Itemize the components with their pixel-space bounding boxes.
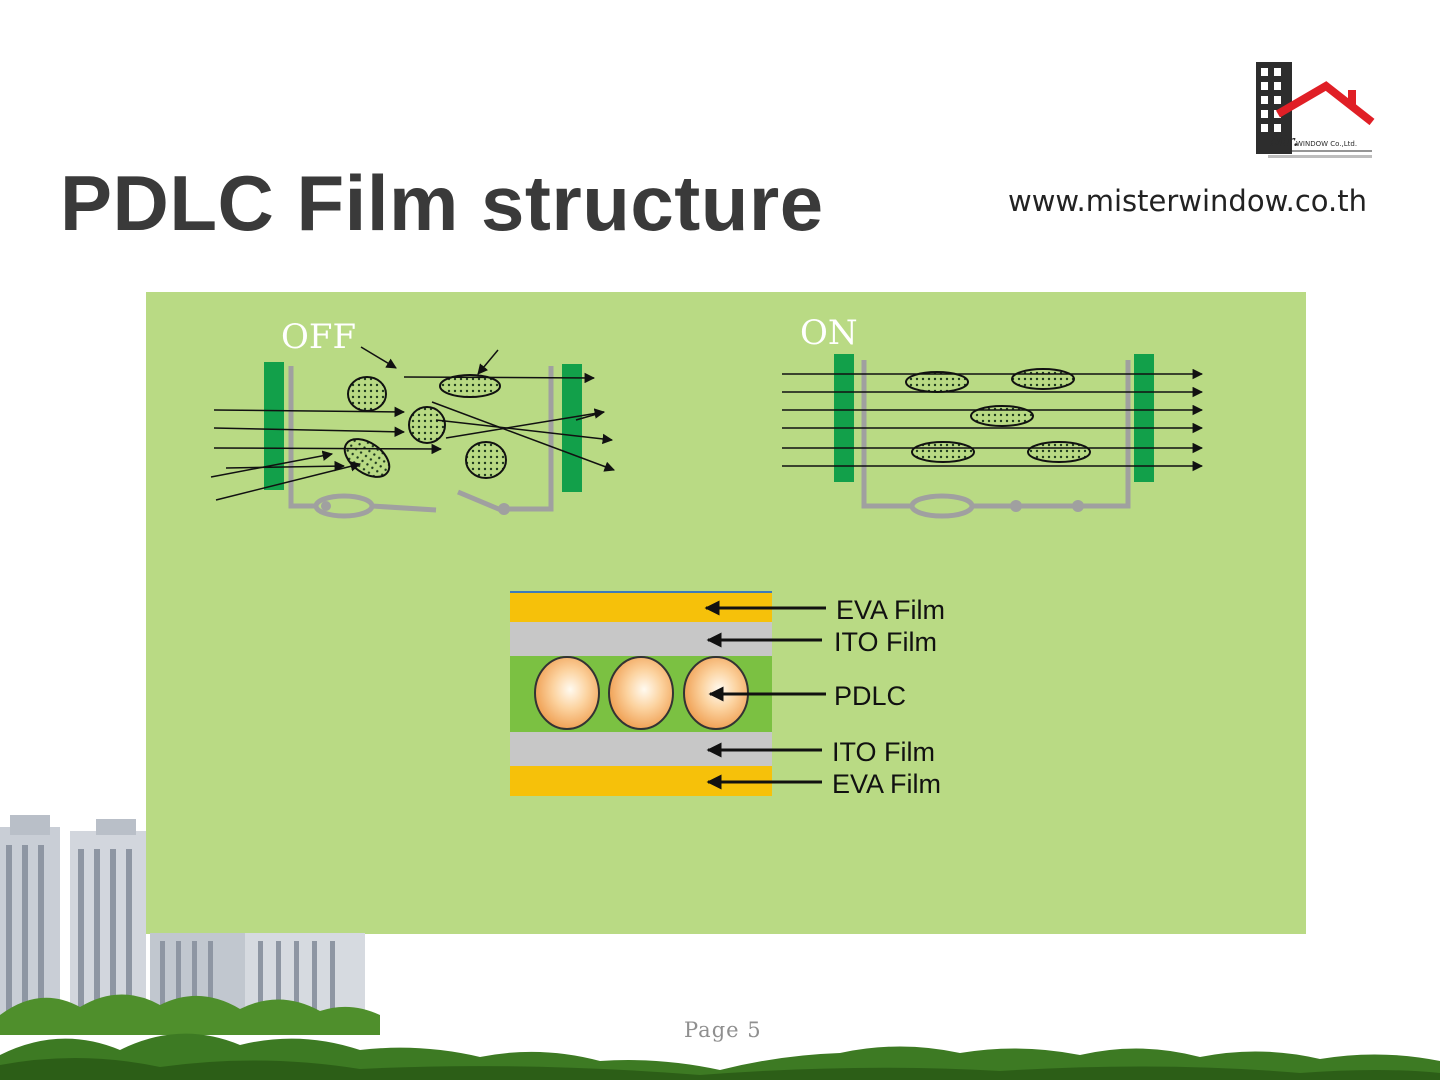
page-number: Page 5 (684, 1018, 762, 1042)
on-state-diagram: ON (782, 313, 1204, 519)
off-right-electrode (562, 364, 582, 492)
city-skyline-image (0, 815, 380, 1040)
layer-label: PDLC (834, 681, 906, 711)
pdlc-diagram-panel: OFF (146, 292, 1306, 934)
pdlc-diagram: OFF (210, 313, 1204, 799)
off-left-electrode (264, 362, 284, 490)
layer-label: ITO Film (834, 627, 937, 657)
svg-text:WINDOW Co.,Ltd.: WINDOW Co.,Ltd. (1296, 140, 1357, 148)
website-url[interactable]: www.misterwindow.co.th (1008, 184, 1367, 218)
on-label: ON (800, 313, 858, 353)
on-right-electrode (1134, 354, 1154, 482)
off-state-diagram: OFF (210, 317, 615, 519)
tree-line-image (0, 995, 1440, 1085)
page-number-value: 5 (747, 1018, 762, 1042)
layer-label: EVA Film (832, 769, 941, 799)
layer-label: ITO Film (832, 737, 935, 767)
pdlc-droplet (608, 656, 674, 730)
svg-text:Mr.: Mr. (1269, 132, 1298, 150)
layer-stack: EVA Film ITO Film PDLC ITO Film EVA Film (510, 591, 945, 799)
page-label: Page (684, 1018, 740, 1042)
layer-label: EVA Film (836, 595, 945, 625)
pdlc-droplet (534, 656, 600, 730)
on-left-electrode (834, 354, 854, 482)
company-logo[interactable]: Mr. WINDOW Co.,Ltd. (1250, 56, 1376, 166)
slide-title: PDLC Film structure (60, 159, 824, 247)
off-label: OFF (281, 317, 356, 357)
